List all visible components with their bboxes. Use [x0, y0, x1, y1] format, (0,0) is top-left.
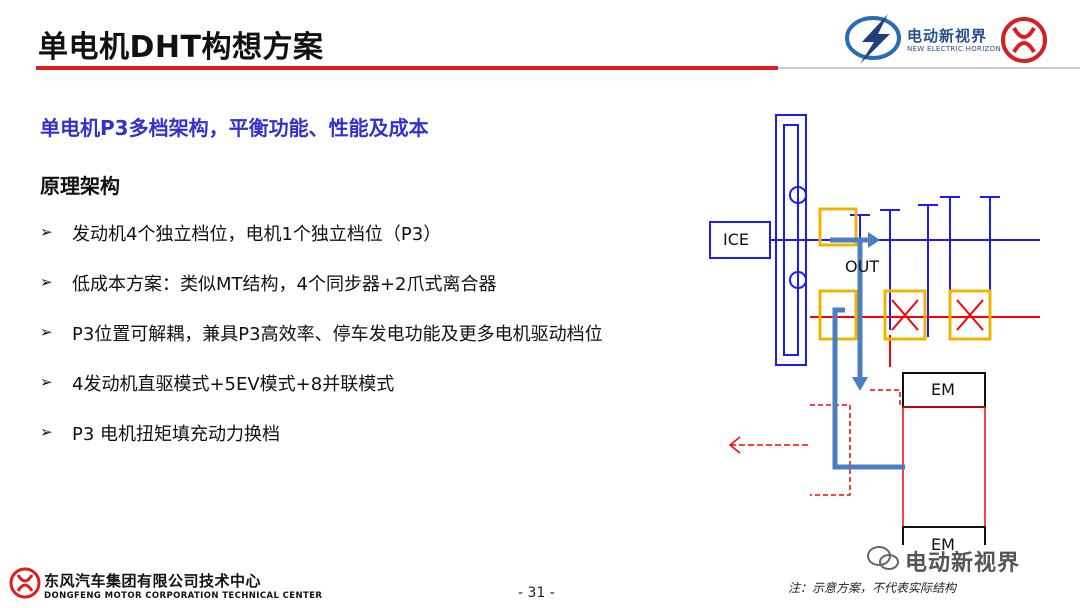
bullet-list: ➢ 发动机4个独立档位，电机1个独立档位（P3） ➢ 低成本方案：类似MT结构，4个… [40, 220, 603, 470]
arrow-bullet-icon: ➢ [40, 423, 53, 441]
arrow-bullet-icon: ➢ [40, 273, 53, 291]
watermark-text: 电动新视界 [905, 551, 1021, 576]
footer-company-en: DONGFENG MOTOR CORPORATION TECHNICAL CEN… [44, 591, 323, 601]
page-number: - 31 - [518, 585, 555, 601]
arrow-bullet-icon: ➢ [40, 323, 53, 341]
arrow-bullet-icon: ➢ [40, 373, 53, 391]
bullet-text: P3位置可解耦，兼具P3高效率、停车发电功能及更多电机驱动档位 [72, 324, 603, 345]
em-label-top: EM [931, 380, 955, 399]
arrow-bullet-icon: ➢ [40, 223, 53, 241]
diagram-note: 注：示意方案，不代表实际结构 [788, 581, 957, 595]
em-label-bottom: EM [931, 535, 955, 554]
ice-label: ICE [723, 230, 749, 249]
brand-name-en: NEW ELECTRIC HORIZON [907, 45, 1001, 53]
list-item: ➢ 发动机4个独立档位，电机1个独立档位（P3） [40, 220, 603, 270]
brand-name-cn: 电动新视界 [907, 27, 988, 45]
out-label: OUT [845, 257, 880, 276]
dongfeng-logo-icon [1001, 17, 1047, 63]
title-rule-red [36, 66, 778, 70]
powertrain-schematic [709, 114, 1040, 562]
slide-subtitle: 单电机P3多档架构，平衡功能、性能及成本 [40, 116, 429, 140]
bullet-text: 4发动机直驱模式+5EV模式+8并联模式 [72, 374, 395, 395]
list-item: ➢ 4发动机直驱模式+5EV模式+8并联模式 [40, 370, 603, 420]
slide-title: 单电机DHT构想方案 [38, 30, 324, 65]
bullet-text: 发动机4个独立档位，电机1个独立档位（P3） [72, 224, 442, 245]
wechat-icon [867, 546, 899, 570]
title-rule-gray [778, 67, 1080, 69]
powertrain-diagram: ICE OUT EM EM [700, 105, 1060, 562]
list-item: ➢ P3 电机扭矩填充动力换档 [40, 420, 603, 470]
list-item: ➢ 低成本方案：类似MT结构，4个同步器+2爪式离合器 [40, 270, 603, 320]
dongfeng-footer-logo-icon [9, 567, 41, 599]
section-heading: 原理架构 [40, 174, 120, 198]
lightning-globe-icon [845, 14, 901, 64]
bullet-text: P3 电机扭矩填充动力换档 [72, 424, 281, 445]
footer-company-cn: 东风汽车集团有限公司技术中心 [44, 572, 262, 590]
bullet-text: 低成本方案：类似MT结构，4个同步器+2爪式离合器 [72, 274, 497, 295]
list-item: ➢ P3位置可解耦，兼具P3高效率、停车发电功能及更多电机驱动档位 [40, 320, 603, 370]
